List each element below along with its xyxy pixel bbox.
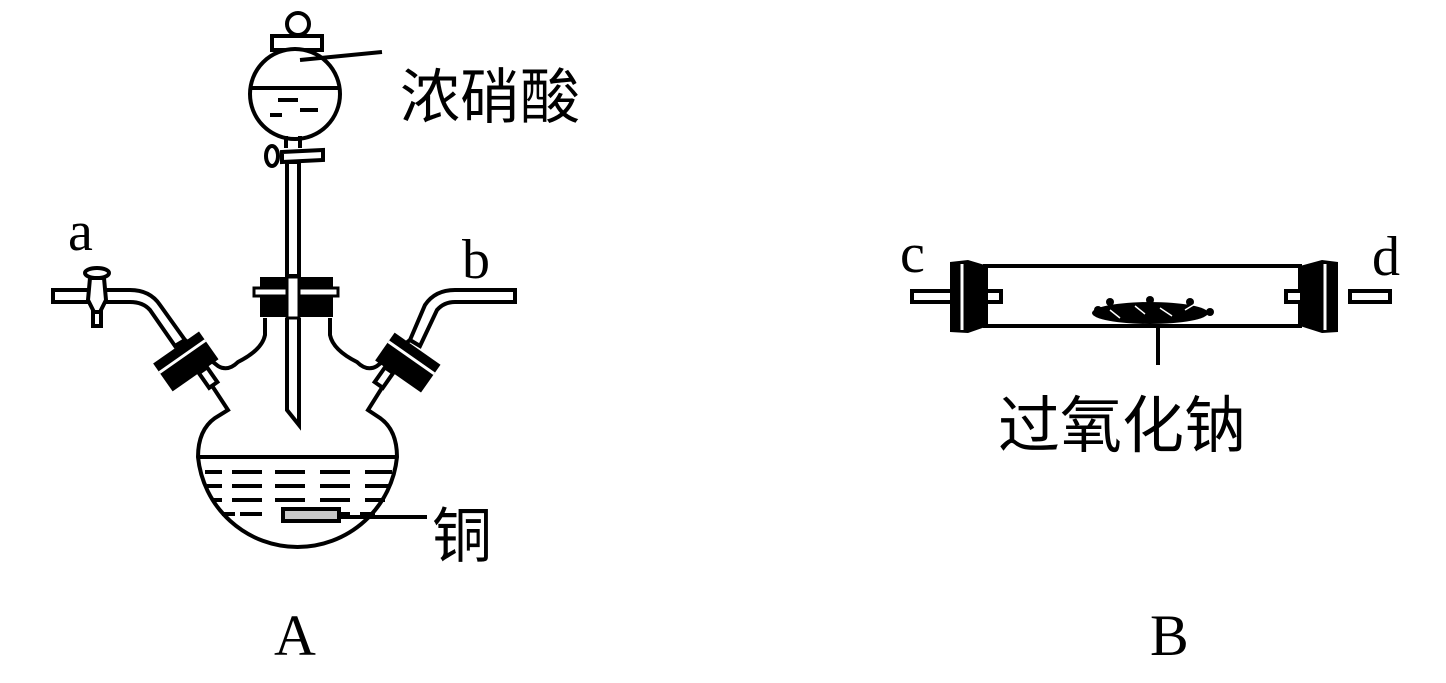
apparatus-a: 浓硝酸 铜 a xyxy=(51,11,580,668)
right-stopper xyxy=(371,332,441,393)
flask-liquid-dashes xyxy=(205,470,392,516)
three-neck-flask xyxy=(183,318,412,550)
funnel-stem xyxy=(285,160,301,278)
sodium-peroxide-powder xyxy=(1092,296,1214,324)
funnel-stopcock xyxy=(280,147,325,165)
port-b-label: b xyxy=(462,229,490,291)
left-stopper-b xyxy=(950,260,988,333)
port-a-label: a xyxy=(68,201,93,263)
separatory-funnel xyxy=(248,11,383,431)
tube-c-inlet xyxy=(910,289,954,304)
right-gas-tube xyxy=(407,288,517,349)
funnel-leader-line xyxy=(299,50,383,62)
port-c-label: c xyxy=(900,223,925,285)
apparatus-b: 过氧化钠 c d B xyxy=(900,223,1400,668)
tube-d-outlet xyxy=(1348,289,1392,304)
left-gas-tube xyxy=(51,288,188,349)
right-stopper-b xyxy=(1300,260,1338,333)
funnel-label: 浓硝酸 xyxy=(400,63,580,133)
caption-a: A xyxy=(274,603,316,668)
caption-b: B xyxy=(1150,603,1189,668)
stopcock-a xyxy=(85,276,109,314)
left-stopper xyxy=(153,331,221,392)
copper-strip xyxy=(281,507,341,523)
copper-label: 铜 xyxy=(432,502,492,572)
reagent-label: 过氧化钠 xyxy=(998,389,1246,462)
funnel-stopcock-handle xyxy=(264,144,280,168)
port-d-label: d xyxy=(1372,226,1400,288)
funnel-knob xyxy=(285,11,311,37)
funnel-bulb xyxy=(248,47,342,141)
